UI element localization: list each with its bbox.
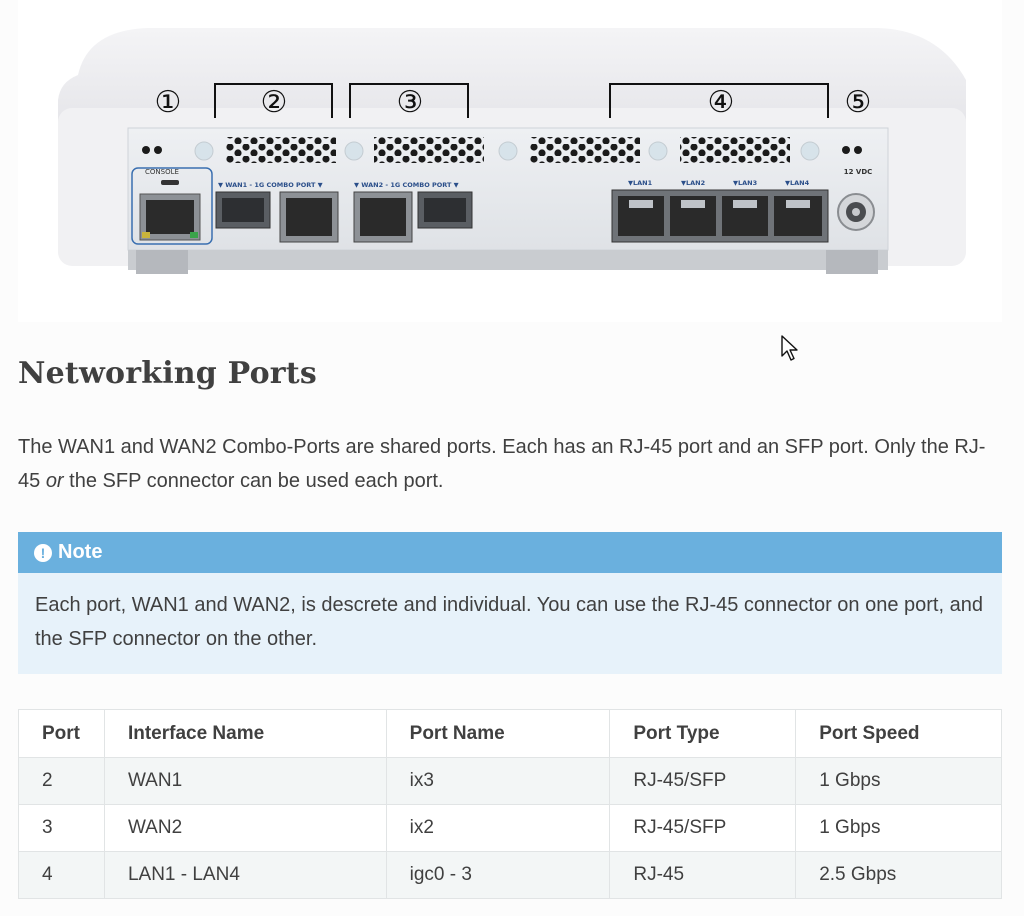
cell-port: 3: [18, 804, 105, 852]
cell-interface-name: LAN1 - LAN4: [103, 851, 387, 899]
table-row: 3 WAN2 ix2 RJ-45/SFP 1 Gbps: [18, 804, 1002, 852]
cell-port-name: ix2: [385, 804, 611, 852]
note-title: Note: [58, 541, 103, 563]
note-admonition: ! Note Each port, WAN1 and WAN2, is desc…: [18, 532, 1002, 674]
wan1-label: ▼ WAN1 - 1G COMBO PORT ▼: [218, 181, 323, 189]
intro-paragraph: The WAN1 and WAN2 Combo-Ports are shared…: [18, 430, 998, 498]
cell-port-type: RJ-45/SFP: [609, 804, 797, 852]
cell-interface-name: WAN2: [103, 804, 387, 852]
callout-4: ④: [708, 85, 735, 120]
wan2-label: ▼ WAN2 - 1G COMBO PORT ▼: [354, 181, 459, 189]
cell-port-speed: 1 Gbps: [795, 804, 1002, 852]
mouse-cursor-icon: [781, 335, 798, 361]
cell-port: 4: [18, 851, 105, 899]
device-rear-panel-figure: ① ② ③ ④ ⑤ CONSOLE: [18, 0, 1002, 322]
cell-port-name: ix3: [385, 757, 611, 805]
cell-port-type: RJ-45/SFP: [609, 757, 797, 805]
lan3-label: ▼LAN3: [733, 179, 757, 187]
header-port-name: Port Name: [385, 709, 611, 758]
table-header-row: Port Interface Name Port Name Port Type …: [18, 709, 1002, 758]
header-port-type: Port Type: [609, 709, 797, 758]
intro-text-part2: the SFP connector can be used each port.: [63, 470, 444, 492]
intro-text-part1: The WAN1 and WAN2 Combo-Ports are shared…: [18, 436, 986, 492]
ports-table: Port Interface Name Port Name Port Type …: [18, 709, 1002, 899]
power-label: 12 VDC: [844, 168, 873, 176]
cell-port-speed: 2.5 Gbps: [795, 851, 1002, 899]
intro-emphasis: or: [45, 470, 64, 492]
cell-interface-name: WAN1: [103, 757, 387, 805]
lan1-label: ▼LAN1: [628, 179, 653, 187]
console-label: CONSOLE: [145, 168, 179, 176]
header-port-speed: Port Speed: [795, 709, 1002, 758]
table-row: 4 LAN1 - LAN4 igc0 - 3 RJ-45 2.5 Gbps: [18, 851, 1002, 899]
lan4-label: ▼LAN4: [785, 179, 810, 187]
cell-port: 2: [18, 757, 105, 805]
callout-5: ⑤: [845, 85, 872, 120]
callout-2: ②: [261, 85, 288, 120]
cell-port-speed: 1 Gbps: [795, 757, 1002, 805]
exclamation-circle-icon: !: [34, 543, 52, 562]
callout-3: ③: [397, 85, 424, 120]
lan2-label: ▼LAN2: [681, 179, 705, 187]
header-port: Port: [18, 709, 105, 758]
router-rear-panel-illustration: ① ② ③ ④ ⑤ CONSOLE: [58, 28, 966, 274]
cell-port-type: RJ-45: [609, 851, 797, 899]
page-title: Networking Ports: [18, 356, 317, 391]
header-interface-name: Interface Name: [103, 709, 387, 758]
cell-port-name: igc0 - 3: [385, 851, 611, 899]
note-header: ! Note: [18, 532, 1002, 573]
callout-1: ①: [155, 85, 182, 120]
table-row: 2 WAN1 ix3 RJ-45/SFP 1 Gbps: [18, 757, 1002, 805]
note-body: Each port, WAN1 and WAN2, is descrete an…: [35, 594, 983, 650]
